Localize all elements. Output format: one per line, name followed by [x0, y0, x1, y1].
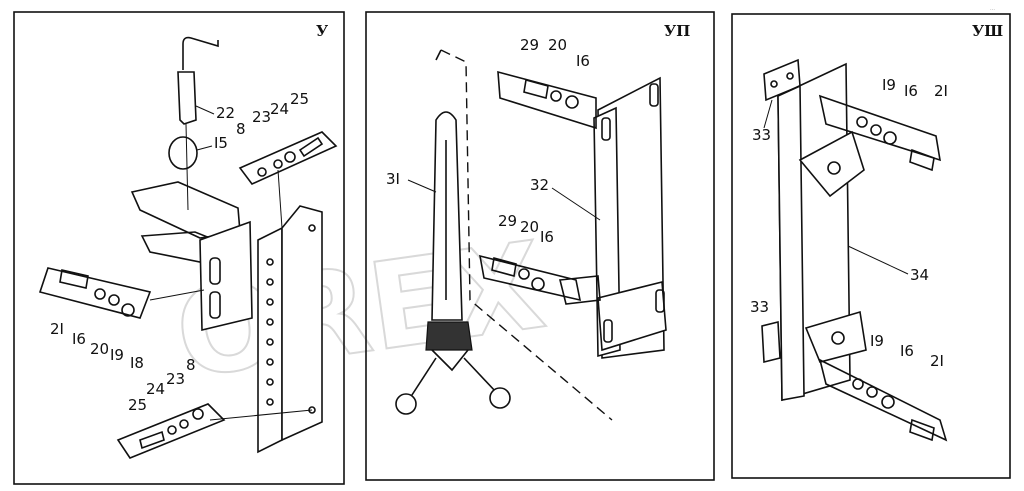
corner-mark: … — [990, 6, 995, 12]
viii-lower-fastener-strip — [818, 358, 948, 442]
base-foot-left — [395, 393, 417, 415]
antenna-tip — [435, 49, 442, 61]
callout-16-lower: I6 — [540, 228, 554, 246]
panel-vii-frame — [365, 11, 715, 481]
callout-8-upper: 8 — [236, 120, 246, 138]
frame-34-rail — [777, 84, 805, 401]
callout-34: 34 — [910, 266, 929, 284]
callout-16-upper: I6 — [576, 52, 590, 70]
callout-18: I8 — [130, 354, 144, 372]
callout-20-upper: 20 — [548, 36, 567, 54]
base-leg-left — [409, 357, 437, 399]
lock-pin — [177, 71, 197, 125]
antenna-base-collar — [425, 321, 473, 351]
callout-21-lower: 2I — [930, 352, 944, 370]
callout-19: I9 — [110, 346, 124, 364]
lower-triangle-plate — [804, 310, 867, 363]
bracket-top-plate — [130, 181, 241, 239]
base-foot-right — [489, 387, 511, 409]
antenna-mast — [431, 111, 463, 321]
callout-33-lower: 33 — [750, 298, 769, 316]
callout-20-lower: 20 — [520, 218, 539, 236]
frame-bottom-plate — [597, 280, 667, 352]
slot-upper — [209, 257, 221, 285]
callout-15: I5 — [214, 134, 228, 152]
callout-33-upper: 33 — [752, 126, 771, 144]
callout-21: 2I — [50, 320, 64, 338]
lower-plate — [761, 320, 781, 364]
callout-31: 3I — [386, 170, 400, 188]
callout-20: 20 — [90, 340, 109, 358]
callout-24-lower: 24 — [146, 380, 165, 398]
base-leg-right — [463, 357, 497, 393]
bracket-mount-plate — [199, 220, 253, 332]
callout-29-lower: 29 — [498, 212, 517, 230]
callout-19-upper: I9 — [882, 76, 896, 94]
callout-29-upper: 29 — [520, 36, 539, 54]
angle-post-face — [257, 226, 283, 454]
vii-lower-fastener-strip — [478, 254, 582, 302]
spring-ring — [168, 136, 198, 170]
upper-fastener-strip — [238, 131, 338, 185]
panel-viii-label: УШ — [972, 22, 1003, 40]
callout-25-lower: 25 — [128, 396, 147, 414]
callout-22: 22 — [216, 104, 235, 122]
panel-vii-label: УП — [664, 22, 690, 40]
callout-16: I6 — [72, 330, 86, 348]
upper-triangle-plate — [798, 130, 865, 198]
antenna-base-cone — [431, 349, 469, 372]
post-holes — [266, 224, 316, 414]
slot-lower — [209, 291, 221, 319]
panel-v-frame — [13, 11, 345, 485]
callout-23-upper: 23 — [252, 108, 271, 126]
callout-21-upper: 2I — [934, 82, 948, 100]
callout-24-upper: 24 — [270, 100, 289, 118]
panel-viii: УШ … 33 I9 I6 2I 34 33 — [731, 6, 1011, 479]
left-fastener-strip — [38, 267, 152, 319]
panel-vii: УП 3I 32 29 — [365, 11, 715, 481]
lock-pin-handle — [182, 36, 219, 70]
panel-viii-frame — [731, 13, 1011, 479]
angle-post-side — [281, 205, 323, 442]
lower-fastener-strip — [116, 403, 226, 459]
callout-23-lower: 23 — [166, 370, 185, 388]
panel-v-label: У — [316, 22, 328, 40]
panel-v: У — [13, 11, 345, 485]
callout-25-upper: 25 — [290, 90, 309, 108]
callout-8-lower: 8 — [186, 356, 196, 374]
viii-upper-fastener-strip — [818, 94, 942, 162]
callout-19-lower: I9 — [870, 332, 884, 350]
callout-16-upper: I6 — [904, 82, 918, 100]
callout-16-lower: I6 — [900, 342, 914, 360]
vii-upper-fastener-strip — [497, 70, 597, 130]
dashed-projection — [440, 49, 613, 421]
callout-32: 32 — [530, 176, 549, 194]
